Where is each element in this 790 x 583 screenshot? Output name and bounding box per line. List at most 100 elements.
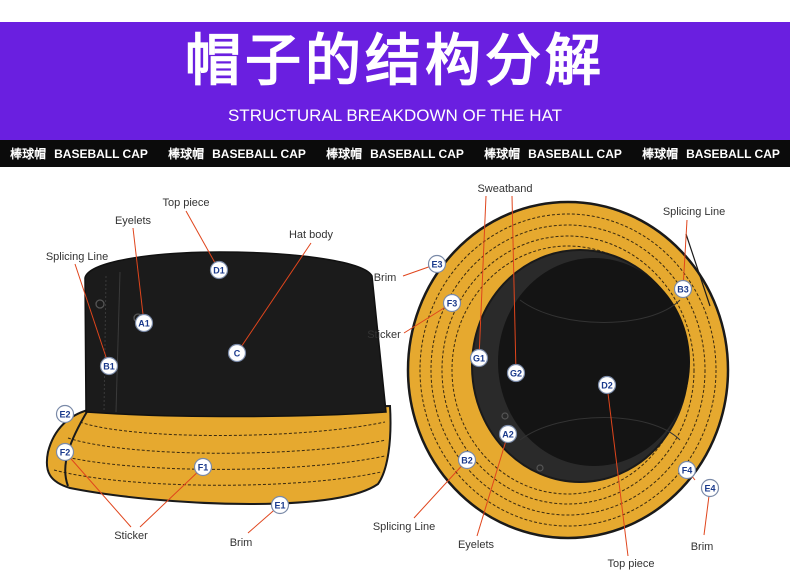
marker-f2-text: F2 — [60, 448, 71, 458]
leader-line — [606, 384, 629, 557]
strip-item-cn: 棒球帽 — [484, 147, 521, 161]
marker-g1-text: G1 — [473, 354, 485, 364]
side-view-labels: Top piece Eyelets Splicing Line Hat body… — [46, 197, 334, 549]
leader-line — [476, 433, 509, 537]
marker-e4: E4 — [700, 478, 720, 498]
header-banner — [0, 22, 790, 140]
leader-line — [139, 466, 204, 528]
marker-g2: G2 — [506, 363, 526, 383]
bottom-brim-stitch — [441, 235, 695, 505]
page-subtitle-english: STRUCTURAL BREAKDOWN OF THE HAT — [227, 106, 563, 125]
side-view-hat — [45, 251, 392, 506]
side-crown-seam — [103, 275, 107, 413]
marker-c: C — [227, 343, 247, 363]
side-brim-stitch — [79, 421, 386, 436]
page-title-chinese: 帽子的结构分解 — [185, 29, 605, 94]
leader-line — [478, 195, 487, 359]
marker-f1: F1 — [193, 457, 213, 477]
bottom-brim-stitch — [419, 213, 717, 527]
bottom-interior-seam — [519, 299, 681, 323]
leader-line — [511, 195, 517, 374]
bottom-eyelet — [501, 412, 509, 420]
strip-item-cn: 棒球帽 — [642, 147, 679, 161]
strip-item: 棒球帽 BASEBALL CAP — [10, 145, 148, 162]
side-eyelet — [95, 299, 105, 309]
leader-line — [682, 219, 688, 290]
marker-b1: B1 — [99, 356, 119, 376]
marker-f3-text: F3 — [447, 299, 458, 309]
label-splicing-line: Splicing Line — [373, 521, 435, 533]
marker-e2-text: E2 — [59, 410, 70, 420]
marker-e3: E3 — [427, 254, 447, 274]
label-brim: Brim — [230, 537, 253, 549]
strip-item-cn: 棒球帽 — [168, 147, 205, 161]
bottom-splicing-seam — [685, 233, 711, 307]
leader-line — [185, 210, 220, 271]
marker-d2-text: D2 — [601, 381, 613, 391]
marker-d1-text: D1 — [213, 266, 225, 276]
strip-item-en: BASEBALL CAP — [212, 147, 306, 161]
label-hat-body: Hat body — [289, 229, 334, 241]
label-sweatband: Sweatband — [477, 183, 532, 195]
side-crown-seam — [115, 271, 121, 413]
side-brim-stitch — [53, 469, 382, 486]
leader-line — [413, 459, 468, 519]
marker-d2: D2 — [597, 375, 617, 395]
marker-c-text: C — [234, 349, 241, 359]
marker-f3: F3 — [442, 293, 462, 313]
label-sticker: Sticker — [367, 329, 401, 341]
marker-a1-text: A1 — [138, 319, 150, 329]
side-brim-stitch — [67, 437, 387, 454]
strip-item-cn: 棒球帽 — [326, 147, 363, 161]
leader-line — [236, 242, 312, 354]
side-brim — [45, 404, 392, 506]
strip-item-en: BASEBALL CAP — [528, 147, 622, 161]
marker-b3-text: B3 — [677, 285, 689, 295]
label-splicing-line: Splicing Line — [46, 251, 108, 263]
leader-line — [132, 227, 145, 324]
marker-d1: D1 — [209, 260, 229, 280]
label-top-piece: Top piece — [607, 558, 654, 570]
side-view-markers: D1 A1 B1 C E2 F2 F1 E1 — [55, 260, 290, 515]
strip-item-en: BASEBALL CAP — [54, 147, 148, 161]
label-brim: Brim — [691, 541, 714, 553]
bottom-view-hat — [406, 200, 730, 540]
strip-item-en: BASEBALL CAP — [370, 147, 464, 161]
label-sticker: Sticker — [114, 530, 148, 542]
category-strip: 棒球帽 BASEBALL CAP 棒球帽 BASEBALL CAP 棒球帽 BASEB… — [0, 140, 790, 167]
marker-f2: F2 — [55, 442, 75, 462]
marker-b2: B2 — [457, 450, 477, 470]
marker-b1-text: B1 — [103, 362, 115, 372]
bottom-interior-seam — [519, 417, 681, 441]
marker-a1: A1 — [134, 313, 154, 333]
marker-g2-text: G2 — [510, 369, 522, 379]
label-eyelets: Eyelets — [115, 215, 152, 227]
marker-e3-text: E3 — [431, 260, 442, 270]
strip-item-cn: 棒球帽 — [10, 147, 47, 161]
marker-f1-text: F1 — [198, 463, 209, 473]
label-eyelets: Eyelets — [458, 539, 495, 551]
bottom-view-labels: Sweatband Splicing Line Brim Sticker Spl… — [367, 183, 725, 570]
marker-f4-text: F4 — [682, 466, 693, 476]
marker-e1-text: E1 — [274, 501, 285, 511]
bottom-brim-stitch — [430, 224, 706, 516]
bottom-eyelet — [536, 464, 544, 472]
marker-f4: F4 — [677, 460, 697, 480]
marker-a2: A2 — [498, 424, 518, 444]
marker-e1: E1 — [270, 495, 290, 515]
marker-e4-text: E4 — [704, 484, 715, 494]
strip-item: 棒球帽 BASEBALL CAP — [642, 145, 780, 162]
side-crown — [84, 251, 387, 418]
bottom-interior — [498, 258, 690, 466]
strip-item-en: BASEBALL CAP — [686, 147, 780, 161]
marker-a2-text: A2 — [502, 430, 514, 440]
marker-b2-text: B2 — [461, 456, 473, 466]
leader-line — [403, 302, 453, 334]
label-top-piece: Top piece — [162, 197, 209, 209]
marker-b3: B3 — [673, 279, 693, 299]
marker-g1: G1 — [469, 348, 489, 368]
label-brim: Brim — [374, 272, 397, 284]
side-brim-stitch — [57, 454, 386, 470]
leader-line — [74, 263, 110, 367]
